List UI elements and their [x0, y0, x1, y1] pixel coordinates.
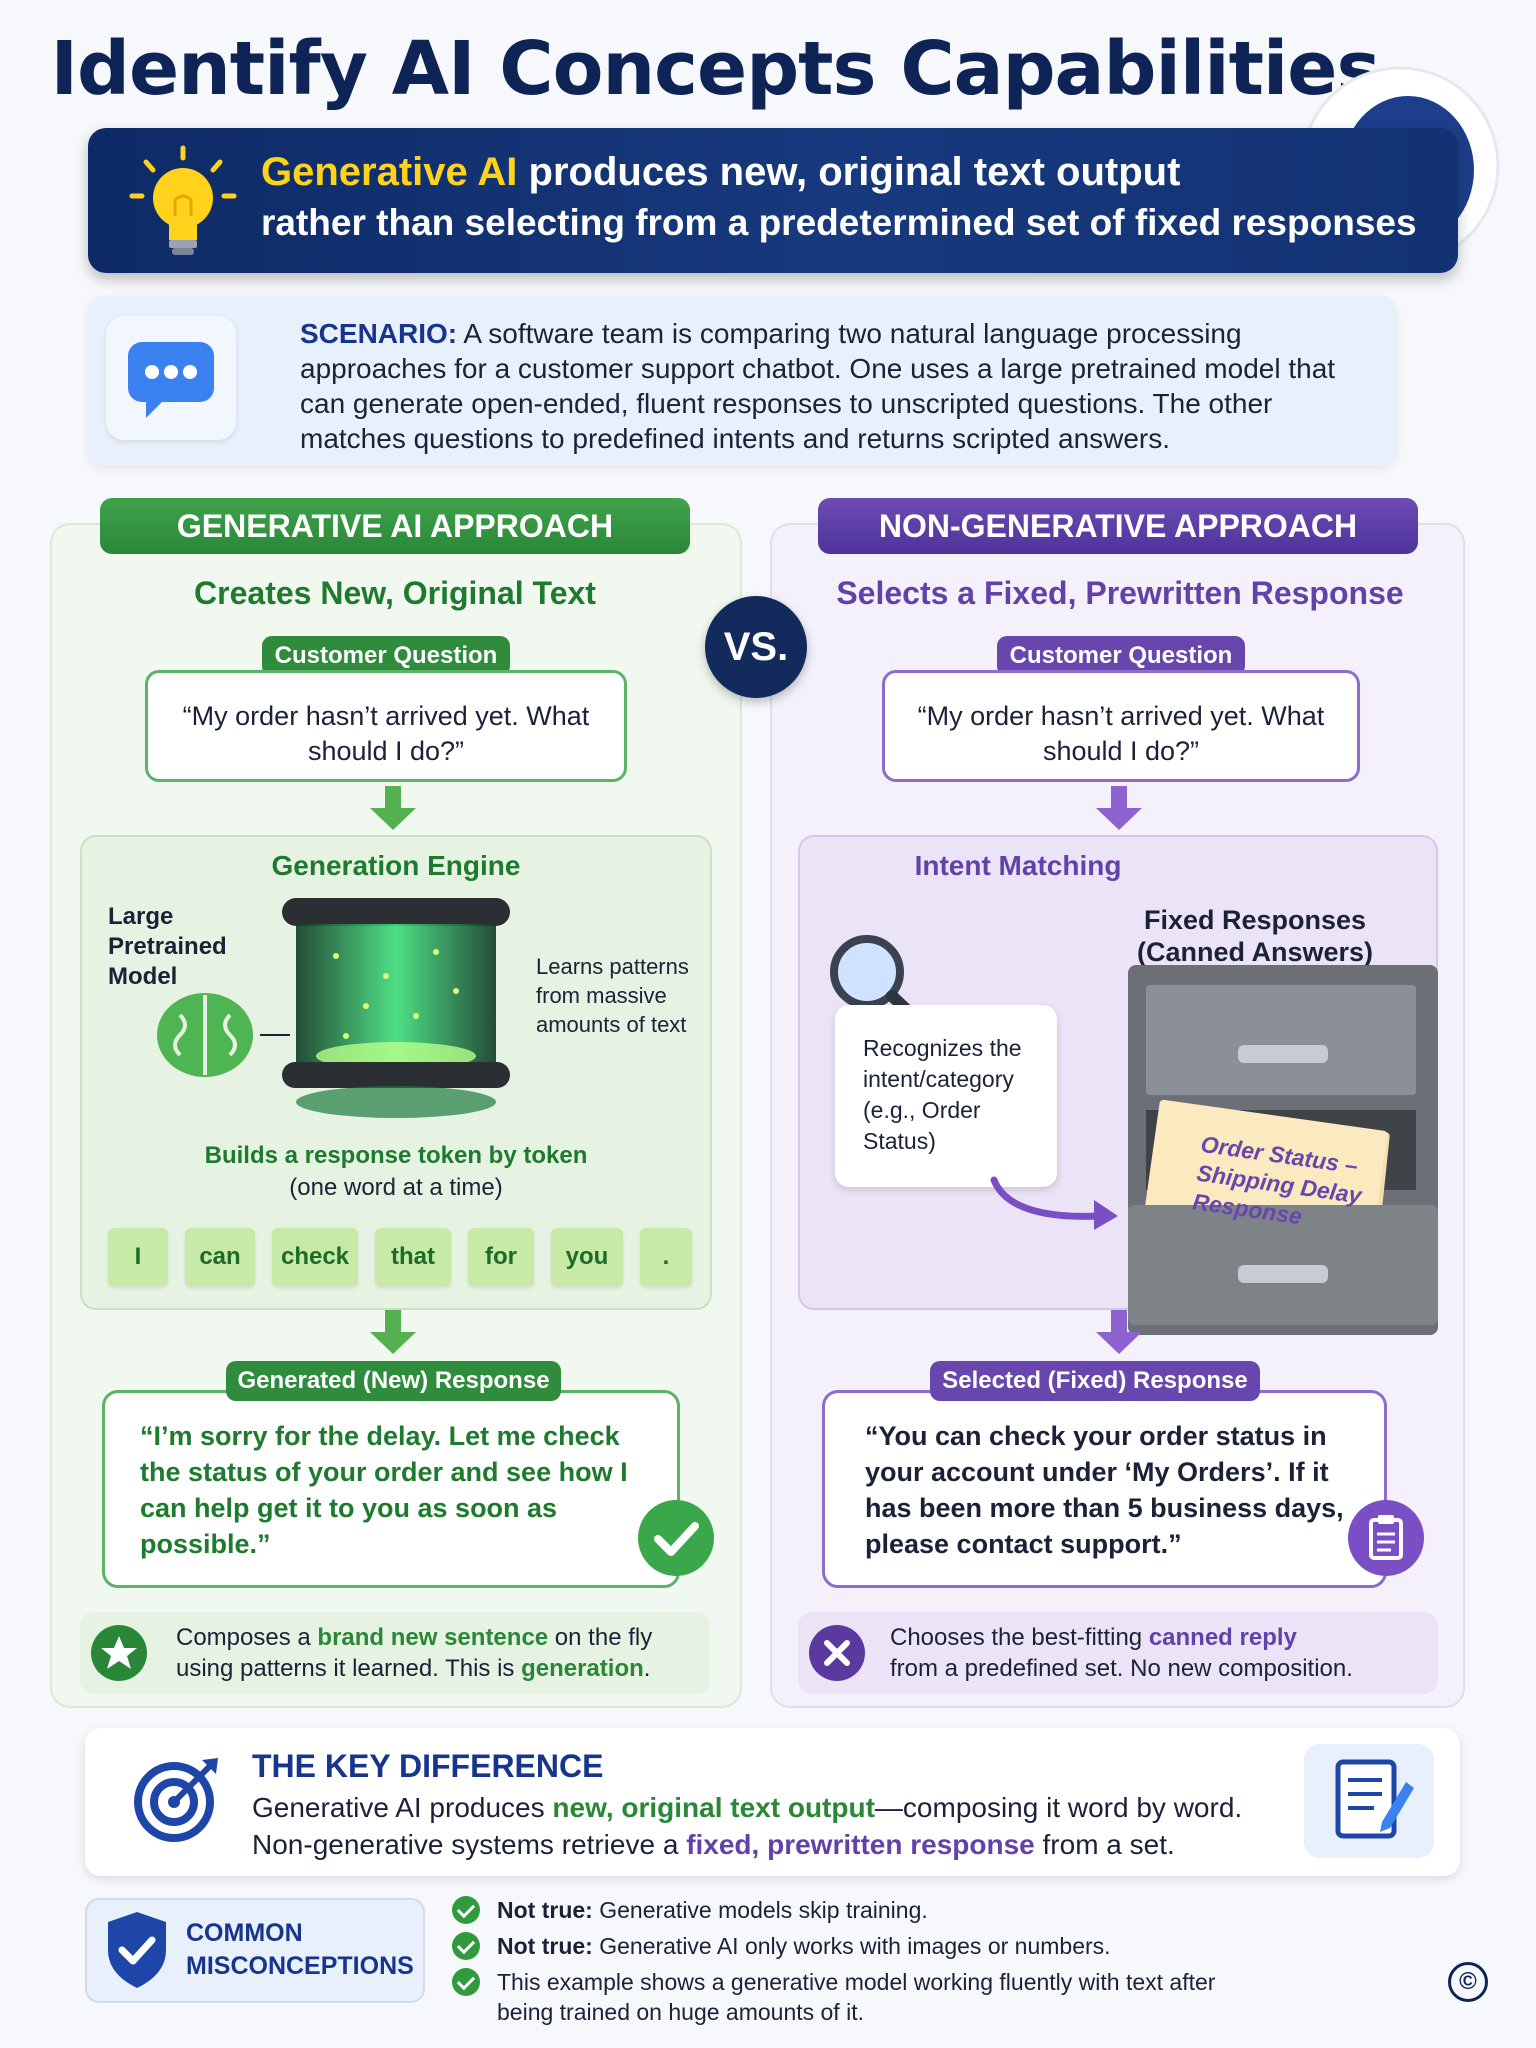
- key-text: Generative AI produces: [252, 1792, 553, 1823]
- not-true-label: Not true:: [497, 1933, 593, 1959]
- generative-header: GENERATIVE AI APPROACH: [100, 498, 690, 554]
- page-title: Identify AI Concepts Capabilities: [50, 26, 1380, 112]
- down-arrow-icon: [1096, 786, 1142, 830]
- copyright-icon: ©: [1448, 1962, 1488, 2002]
- selected-response-text: “You can check your order status in your…: [865, 1421, 1344, 1559]
- key-line-1: Generative AI produces new, original tex…: [252, 1790, 1242, 1826]
- generative-note-box: [80, 1612, 710, 1694]
- non-generative-note: Chooses the best-fitting canned reply fro…: [890, 1622, 1430, 1684]
- right-question-text: “My order hasn’t arrived yet. What shoul…: [917, 701, 1325, 766]
- not-true-label: Not true:: [497, 1897, 593, 1923]
- left-question-box: “My order hasn’t arrived yet. What shoul…: [145, 670, 627, 782]
- non-generative-subtitle: Selects a Fixed, Prewritten Response: [836, 575, 1404, 611]
- builds-bold: Builds a response token by token: [204, 1142, 588, 1169]
- scenario-text: A software team is comparing two natural…: [300, 318, 1336, 454]
- note-text: .: [643, 1655, 651, 1682]
- misconception-text: Generative AI only works with images or …: [592, 1933, 1111, 1959]
- token-piece: .: [640, 1228, 692, 1286]
- key-text: Non-generative systems retrieve a: [252, 1829, 687, 1860]
- selected-response-box: [822, 1390, 1387, 1588]
- key-difference-box: [85, 1728, 1460, 1876]
- banner-line2: rather than selecting from a predetermin…: [261, 202, 1417, 243]
- note-text: using patterns it learned. This is: [176, 1655, 522, 1682]
- down-arrow-icon: [1096, 1310, 1142, 1354]
- key-text: —composing it word by word.: [874, 1792, 1243, 1823]
- key-text: from a set.: [1034, 1829, 1175, 1860]
- non-generative-note-box: [798, 1612, 1438, 1694]
- scenario-box: SCENARIO: A software team is comparing t…: [88, 296, 1396, 466]
- checkmark-icon: [452, 1896, 480, 1924]
- model-label: Large Pretrained Model: [108, 903, 227, 990]
- note-text: from a predefined set. No new compositio…: [890, 1655, 1353, 1682]
- star-icon: [91, 1625, 147, 1681]
- brain-icon: [157, 993, 253, 1077]
- connector-line: [260, 1034, 290, 1036]
- checkmark-icon: [452, 1932, 480, 1960]
- generation-cylinder-icon: [282, 898, 510, 1118]
- chat-tile: [106, 316, 236, 440]
- token-piece: can: [185, 1228, 255, 1286]
- builds-rest: (one word at a time): [289, 1174, 503, 1201]
- right-question-box: “My order hasn’t arrived yet. What shoul…: [882, 670, 1360, 782]
- token-piece: check: [272, 1228, 358, 1286]
- banner-highlight: Generative AI: [261, 150, 518, 194]
- non-generative-header: NON-GENERATIVE APPROACH: [818, 498, 1418, 554]
- generative-subtitle: Creates New, Original Text: [194, 575, 596, 611]
- down-arrow-icon: [370, 1310, 416, 1354]
- scenario-label: SCENARIO:: [300, 318, 458, 349]
- generation-engine-title: Generation Engine: [271, 850, 521, 881]
- note-text: Chooses the best-fitting: [890, 1624, 1149, 1651]
- key-line-2: Non-generative systems retrieve a fixed,…: [252, 1827, 1175, 1863]
- misconceptions-title: COMMON MISCONCEPTIONS: [186, 1919, 414, 1980]
- lightbulb-icon: [129, 145, 237, 255]
- x-icon: [809, 1625, 865, 1681]
- document-tile: [1304, 1744, 1434, 1858]
- token-piece: that: [375, 1228, 451, 1286]
- right-question-label: Customer Question: [997, 636, 1245, 676]
- generated-response-text: “I’m sorry for the delay. Let me check t…: [140, 1421, 628, 1559]
- note-highlight: brand new sentence: [317, 1624, 549, 1651]
- checkmark-icon: [638, 1500, 714, 1576]
- note-text: on the fly: [548, 1624, 653, 1651]
- note-text: Composes a: [176, 1624, 318, 1651]
- definition-banner: Generative AI produces new, original tex…: [88, 128, 1458, 273]
- misconception-item-1: Not true: Generative models skip trainin…: [497, 1895, 1297, 1925]
- clipboard-icon: [1348, 1500, 1424, 1576]
- left-question-text: “My order hasn’t arrived yet. What shoul…: [182, 701, 590, 766]
- key-highlight: fixed, prewritten response: [686, 1829, 1035, 1860]
- key-highlight: new, original text output: [552, 1792, 875, 1823]
- vs-badge: VS.: [705, 596, 807, 698]
- selected-response-label: Selected (Fixed) Response: [930, 1361, 1260, 1401]
- key-difference-title: THE KEY DIFFERENCE: [252, 1748, 604, 1784]
- shield-check-icon: [108, 1912, 166, 1988]
- misconception-item-2: Not true: Generative AI only works with …: [497, 1931, 1297, 1961]
- left-question-label: Customer Question: [262, 636, 510, 676]
- recognizes-card: Recognizes the intent/category (e.g., Or…: [835, 1005, 1057, 1187]
- file-cabinet-icon: [1128, 965, 1438, 1335]
- generated-response-label: Generated (New) Response: [226, 1361, 561, 1401]
- token-piece: I: [108, 1228, 168, 1286]
- token-piece: for: [468, 1228, 534, 1286]
- note-highlight: canned reply: [1148, 1624, 1297, 1651]
- generative-note: Composes a brand new sentence on the fly…: [176, 1622, 696, 1684]
- builds-label: Builds a response token by token (one wor…: [80, 1140, 712, 1204]
- chat-bubble-icon: [128, 342, 214, 418]
- note-highlight: generation: [521, 1655, 644, 1682]
- misconception-text: Generative models skip training.: [592, 1897, 928, 1923]
- fixed-responses-label: Fixed Responses (Canned Answers): [1136, 905, 1374, 967]
- document-edit-icon: [1335, 1759, 1414, 1839]
- banner-line1: produces new, original text output: [517, 150, 1181, 194]
- curved-arrow-icon: [990, 1176, 1118, 1230]
- learns-label: Learns patterns from massive amounts of …: [536, 954, 689, 1037]
- intent-matching-title: Intent Matching: [914, 850, 1122, 881]
- target-icon: [134, 1758, 218, 1842]
- checkmark-icon: [452, 1968, 480, 1996]
- down-arrow-icon: [370, 786, 416, 830]
- token-piece: you: [551, 1228, 623, 1286]
- misconception-item-3: This example shows a generative model wo…: [497, 1969, 1216, 2025]
